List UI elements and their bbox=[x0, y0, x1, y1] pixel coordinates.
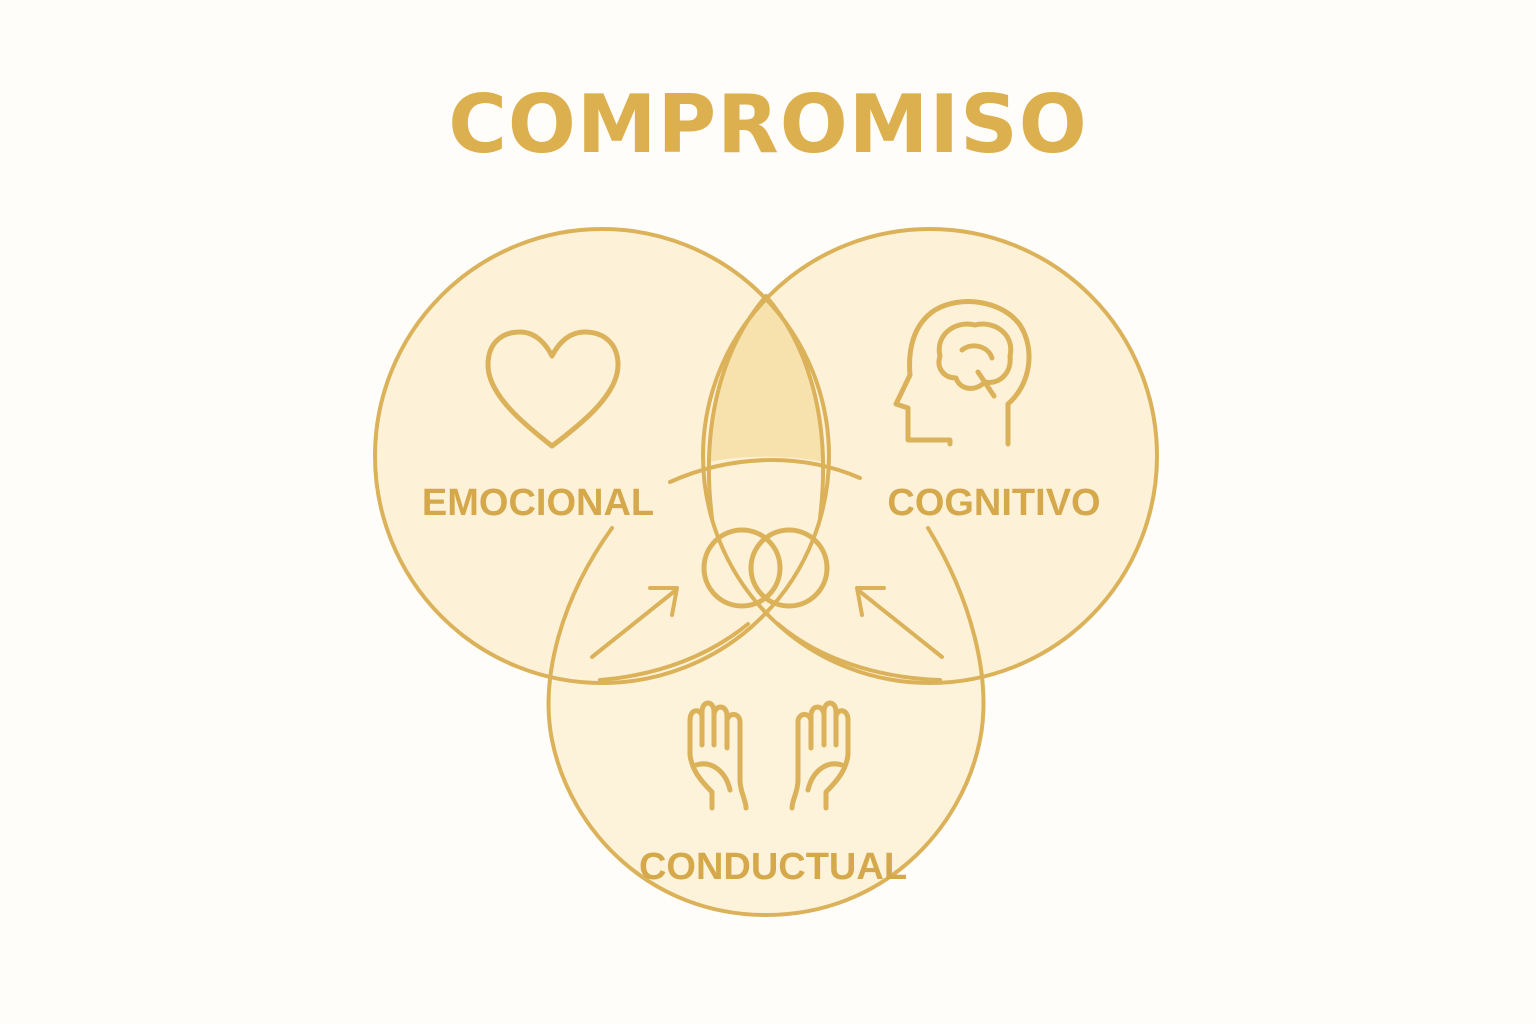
lower-right-arc bbox=[776, 622, 942, 682]
top-arc bbox=[668, 458, 862, 484]
lens-left-line bbox=[706, 294, 768, 520]
arrow-right-icon bbox=[855, 586, 944, 659]
circle-cognitivo bbox=[701, 227, 1159, 685]
circle-emocional bbox=[373, 227, 831, 685]
heart-icon bbox=[485, 329, 621, 449]
diagram-title: COMPROMISO bbox=[448, 78, 1088, 171]
label-emocional: EMOCIONAL bbox=[422, 482, 654, 524]
circle-outlines bbox=[373, 227, 1159, 918]
circle-cognitivo-fill bbox=[703, 229, 1157, 683]
circle-emocional-fill bbox=[375, 229, 829, 683]
label-conductual: CONDUCTUAL bbox=[639, 846, 907, 888]
circle-fills bbox=[375, 229, 1157, 915]
arrows bbox=[590, 586, 944, 659]
label-cognitivo: COGNITIVO bbox=[887, 482, 1100, 524]
head-brain-icon bbox=[893, 299, 1032, 447]
arrow-left-icon bbox=[590, 586, 679, 659]
circle-conductual bbox=[546, 526, 986, 918]
lower-left-arc bbox=[598, 622, 750, 682]
open-hands-icon bbox=[687, 700, 851, 811]
interlocking-rings-icon bbox=[701, 527, 830, 609]
lens-right-line bbox=[764, 294, 826, 520]
